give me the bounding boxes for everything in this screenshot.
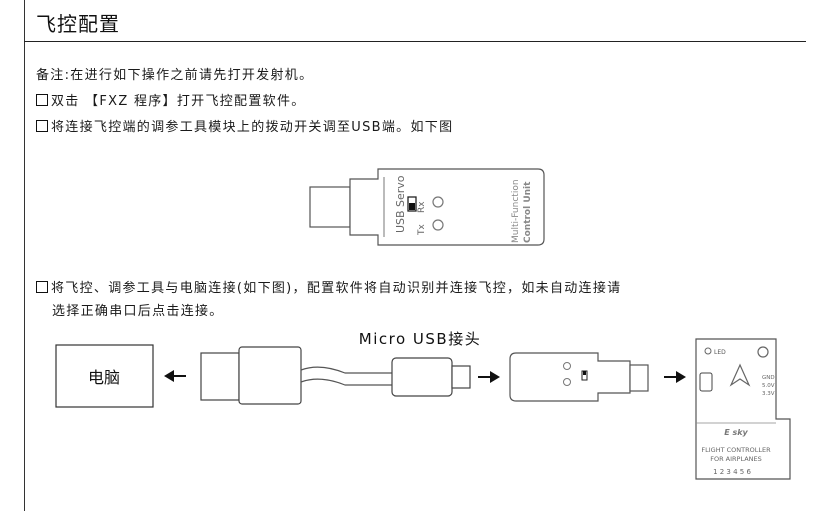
fc-port-numbers: 1 2 3 4 5 6 [713, 468, 751, 476]
tx-led [432, 219, 444, 231]
micro-usb-connector [391, 357, 453, 397]
usb-cable [300, 366, 392, 374]
left-margin-rule [24, 0, 25, 511]
fc-side-label: 5.0V [762, 383, 775, 389]
step-3-text-line2: 选择正确串口后点击连接。 [52, 304, 224, 319]
rx-led [432, 196, 444, 208]
computer-box [55, 344, 154, 408]
checkbox-icon [36, 94, 48, 106]
rx-label: Rx [417, 201, 427, 213]
servo-label: Servo [394, 175, 407, 207]
flight-controller [695, 338, 791, 480]
step-2-text: 将连接飞控端的调参工具模块上的拨动开关调至USB端。如下图 [51, 120, 454, 135]
computer-label: 电脑 [88, 368, 120, 387]
micro-usb-port [699, 372, 713, 392]
checkbox-icon [36, 120, 48, 132]
tuning-module-small [509, 352, 631, 402]
fc-side-label: GND [762, 375, 775, 381]
step-2: 将连接飞控端的调参工具模块上的拨动开关调至USB端。如下图 [36, 116, 453, 135]
fc-side-label: 3.3V [762, 391, 775, 397]
fc-label-line2: FOR AIRPLANES [710, 455, 762, 463]
fc-brand-logo: E sky [724, 428, 748, 437]
usb-a-housing [238, 346, 302, 405]
usb-plug [309, 186, 351, 228]
step-3: 将飞控、调参工具与电脑连接(如下图)，配置软件将自动识别并连接飞控，如未自动连接… [36, 277, 621, 296]
connection-diagram: 电脑 Micro USB接头 LED GND 5.0V 3.3V E sky F… [55, 330, 791, 480]
direction-arrow-icon [729, 363, 751, 387]
step-1: 双击 【FXZ 程序】打开飞控配置软件。 [36, 90, 306, 109]
checkbox-icon [36, 281, 48, 293]
page-title: 飞控配置 [36, 12, 120, 36]
fc-led-label: LED [714, 349, 726, 356]
note-text: 备注:在进行如下操作之前请先打开发射机。 [36, 68, 314, 83]
usb-a-plug [200, 352, 240, 401]
control-unit-label: Control Unit [523, 181, 533, 243]
usb-label: USB [394, 210, 407, 233]
module-body [349, 168, 545, 246]
multi-function-label: Multi-Function [511, 179, 521, 243]
step-3-text-line1: 将飞控、调参工具与电脑连接(如下图)，配置软件将自动识别并连接飞控，如未自动连接… [51, 281, 622, 296]
cable-label: Micro USB接头 [359, 330, 481, 348]
fc-label-line1: FLIGHT CONTROLLER [701, 446, 771, 454]
tx-label: Tx [417, 224, 427, 236]
tuning-module-figure: USB Servo Rx Tx Multi-Function Control U… [309, 168, 545, 246]
step-1-text: 双击 【FXZ 程序】打开飞控配置软件。 [51, 94, 306, 109]
title-divider [24, 41, 806, 42]
